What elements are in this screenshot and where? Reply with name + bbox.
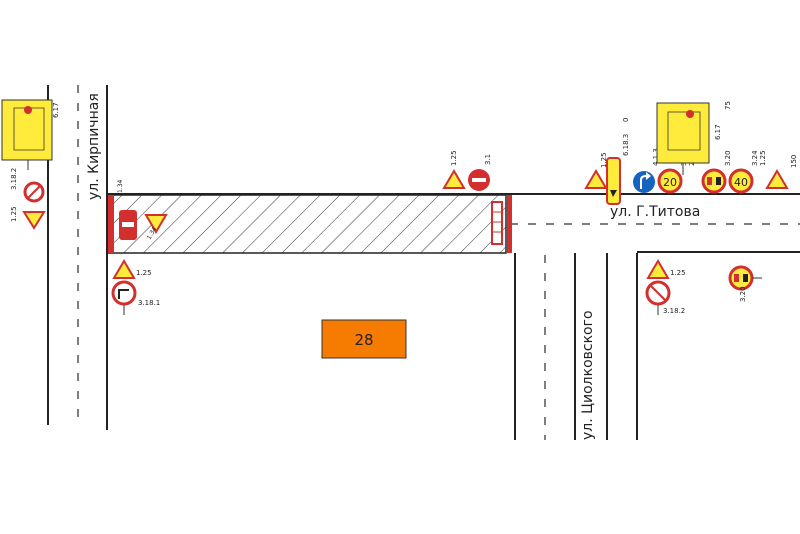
- roadwork-sign-lower-right: [646, 259, 670, 279]
- detour-board-right: [656, 102, 710, 175]
- building-28: [321, 319, 407, 359]
- label-3-24-b: 3.24: [751, 150, 759, 166]
- roadwork-sign-right: [584, 169, 608, 189]
- label-3-20: 3.20: [724, 150, 732, 166]
- label-1-25-rw: 1.25: [670, 269, 686, 277]
- label-1-25-left: 1.25: [10, 206, 18, 222]
- no-entry-sign-mid: [468, 169, 490, 191]
- label-1-25-lw: 1.25: [136, 269, 152, 277]
- label-3-1-mid: 3.1: [484, 154, 492, 165]
- label-1-34: 1.34: [117, 179, 124, 193]
- no-overtaking-sign-lower: [728, 265, 762, 291]
- fence-right-zone: [491, 201, 503, 245]
- turn-direction-sign: [633, 171, 655, 193]
- speed-limit-second: 40: [734, 176, 748, 189]
- label-3-18-1: 3.18.1: [138, 299, 160, 307]
- street-titova: ул. Г.Титова: [610, 204, 700, 220]
- label-75: 75: [724, 101, 732, 110]
- roadwork-sign-far: [765, 169, 789, 189]
- no-entry-sign-left: [119, 210, 137, 240]
- no-right-turn-sign-left: [23, 181, 45, 203]
- label-3-18-2-rw: 3.18.2: [663, 307, 685, 315]
- label-1-25-right: 1.25: [600, 152, 608, 168]
- label-6-17-left: 6.17: [52, 102, 60, 118]
- left-turn-prohibited-sign: [645, 280, 671, 315]
- label-4-1-3: 4.1.3: [652, 148, 660, 166]
- label-6-17-right: 6.17: [714, 124, 722, 140]
- roadwork-sign-mid: [442, 169, 466, 189]
- label-3-20-rw: 3.20: [739, 286, 747, 302]
- speed-limit-sign-first: [657, 168, 683, 194]
- roadwork-sign-zone: [144, 214, 168, 234]
- street-kirpichnaya: ул. Кирпичная: [86, 93, 102, 200]
- label-1-25-mid: 1.25: [450, 150, 458, 166]
- label-3-18-2-left: 3.18.2: [10, 168, 18, 190]
- roadwork-sign-left: [22, 211, 46, 230]
- roadwork-sign-lower-left: [112, 259, 136, 279]
- work-zone: [107, 194, 512, 254]
- road-edges: [47, 85, 800, 440]
- street-tsiolkovskogo: ул. Циолковского: [580, 310, 596, 440]
- speed-limit-first: 20: [663, 176, 677, 189]
- detour-direction-sign: [606, 157, 621, 205]
- detour-board-left: [1, 99, 53, 170]
- label-0: 0: [622, 118, 630, 122]
- building-number: 28: [354, 331, 373, 349]
- no-overtaking-sign: [701, 168, 727, 194]
- label-1-25-far-code: 1.25: [759, 150, 767, 166]
- label-150: 150: [790, 155, 798, 168]
- label-6-18-3: 6.18.3: [622, 134, 630, 156]
- lane-markings: [77, 85, 800, 440]
- right-turn-prohibited-sign: [111, 280, 137, 315]
- speed-limit-sign-second: [728, 168, 754, 194]
